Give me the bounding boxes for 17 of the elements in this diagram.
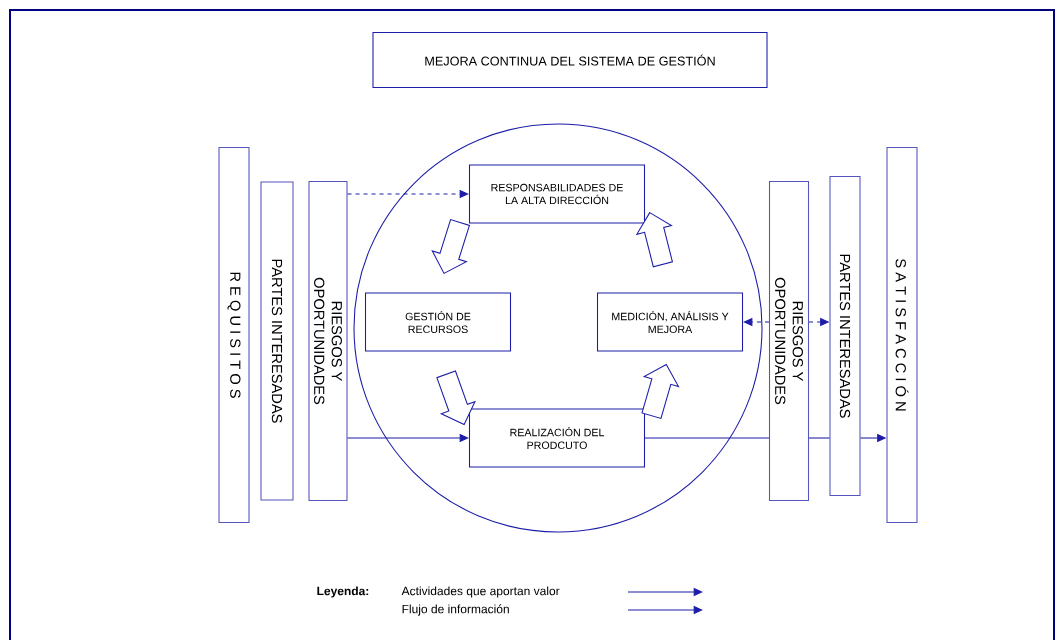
vertical-band: R E Q U I S I T O S xyxy=(218,146,250,524)
process-box: RESPONSABILIDADES DE LA ALTA DIRECCIÓN xyxy=(468,164,646,224)
block-arrow xyxy=(641,363,680,420)
process-box: GESTIÓN DE RECURSOS xyxy=(364,292,512,352)
process-box: REALIZACIÓN DEL PRODCUTO xyxy=(468,408,646,468)
vertical-band: PARTES INTERESADAS xyxy=(260,181,294,501)
legend-text: Flujo de información xyxy=(402,604,509,616)
process-box: MEDICIÓN, ANÁLISIS Y MEJORA xyxy=(596,292,744,352)
cycle-circle xyxy=(353,123,763,533)
vertical-band: S A T I S F A C C I Ó N xyxy=(886,146,918,524)
legend-text: Actividades que aportan valor xyxy=(401,586,560,598)
vertical-band: PARTES INTERESADAS xyxy=(829,175,861,497)
vertical-band: RIESGOS Y OPORTUNIDADES xyxy=(768,180,810,502)
legend-heading: Leyenda: xyxy=(317,586,369,598)
block-arrow xyxy=(436,370,476,426)
process-box: MEJORA CONTINUA DEL SISTEMA DE GESTIÓN xyxy=(372,31,768,89)
vertical-band: RIESGOS Y OPORTUNIDADES xyxy=(308,180,348,502)
